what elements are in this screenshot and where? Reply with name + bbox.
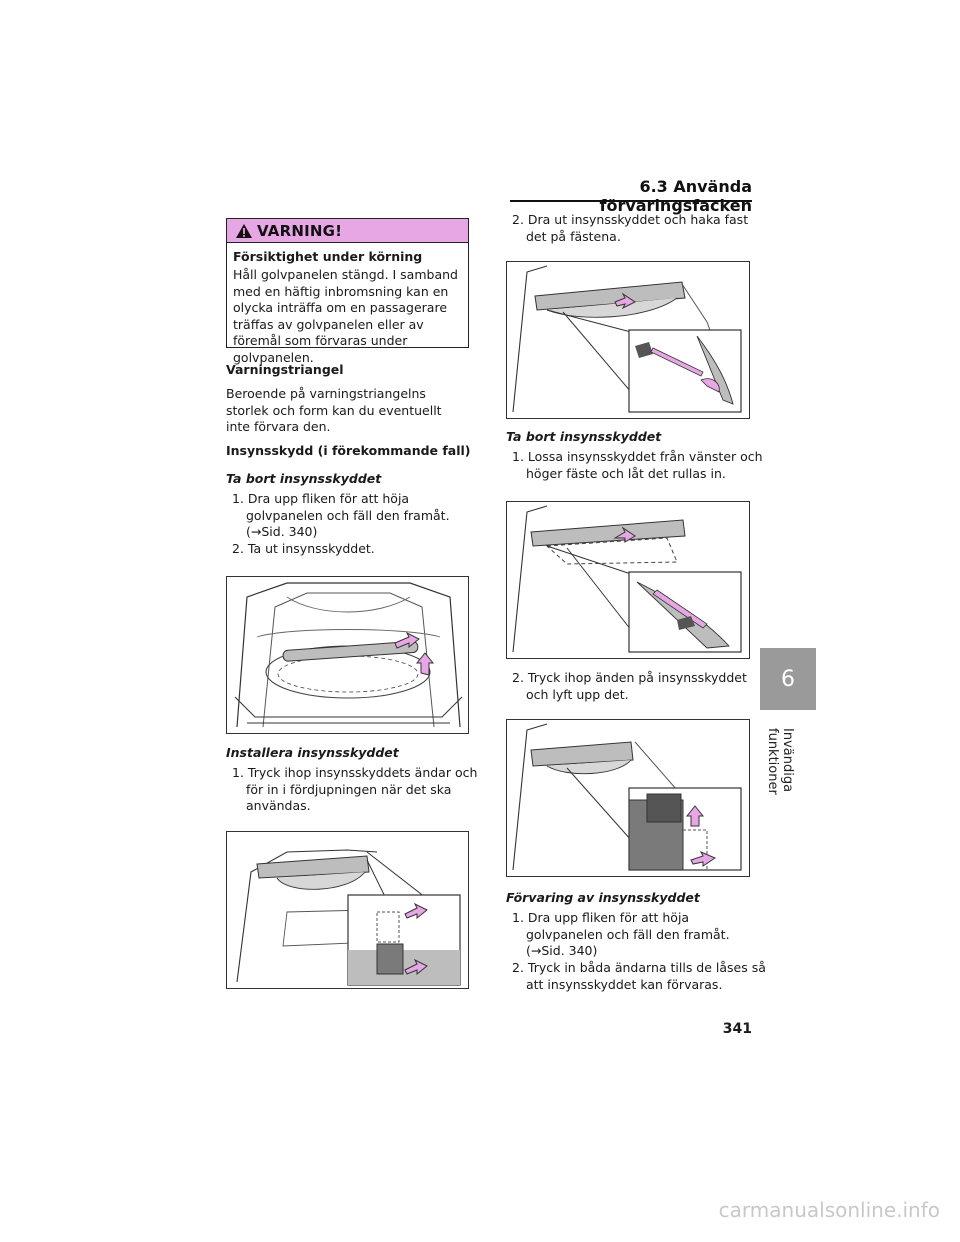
install-step-1: 1. Tryck ihop insynsskyddets ändar och f… [232,765,478,813]
header-divider [510,200,752,202]
warning-text: Håll golvpanelen stängd. I samband med e… [233,267,458,365]
warning-label: VARNING! [257,221,343,240]
warning-box: VARNING! Försiktighet under körning Håll… [226,218,469,365]
page-number: 341 [722,1021,752,1037]
figure-release-cover [506,501,750,659]
storage-step-2: 2. Tryck in båda ändarna tills de låses … [512,960,766,992]
cover-heading: Insynsskydd (i förekommande fall) [226,443,471,458]
remove-heading-right: Ta bort insynsskyddet [506,429,662,444]
figure-lift-cover [506,719,750,877]
chapter-number: 6 [781,666,795,692]
warning-header: VARNING! [227,219,468,243]
chapter-tab: 6 [760,648,816,710]
remove-step-1-right: 1. Lossa insynsskyddet från vänster och … [512,449,763,481]
warning-triangle-icon [236,223,252,238]
remove-step-2-right: 2. Tryck ihop änden på insynsskyddet och… [512,670,747,702]
remove-heading-left: Ta bort insynsskyddet [226,471,382,486]
remove-step-1-left: 1. Dra upp fliken för att höja golvpanel… [232,491,450,539]
storage-step-1: 1. Dra upp fliken för att höja golvpanel… [512,910,730,958]
warning-subtitle: Försiktighet under körning [233,249,423,264]
chapter-label: Invändiga funktioner [765,728,795,795]
triangle-text: Beroende på varningstriangelns storlek o… [226,386,442,434]
install-heading: Installera insynsskyddet [226,745,399,760]
triangle-heading: Varningstriangel [226,362,344,377]
figure-hook-cover [506,261,750,419]
section-title: 6.3 Använda förvaringsfacken [599,177,752,215]
figure-trunk-remove-cover [226,576,469,734]
footer-watermark: carmanualsonline.info [718,1198,940,1222]
remove-step-2-left: 2. Ta ut insynsskyddet. [232,541,375,556]
figure-install-cover [226,831,469,989]
install-step-2: 2. Dra ut insynsskyddet och haka fast de… [512,212,749,244]
storage-heading: Förvaring av insynsskyddet [506,890,700,905]
